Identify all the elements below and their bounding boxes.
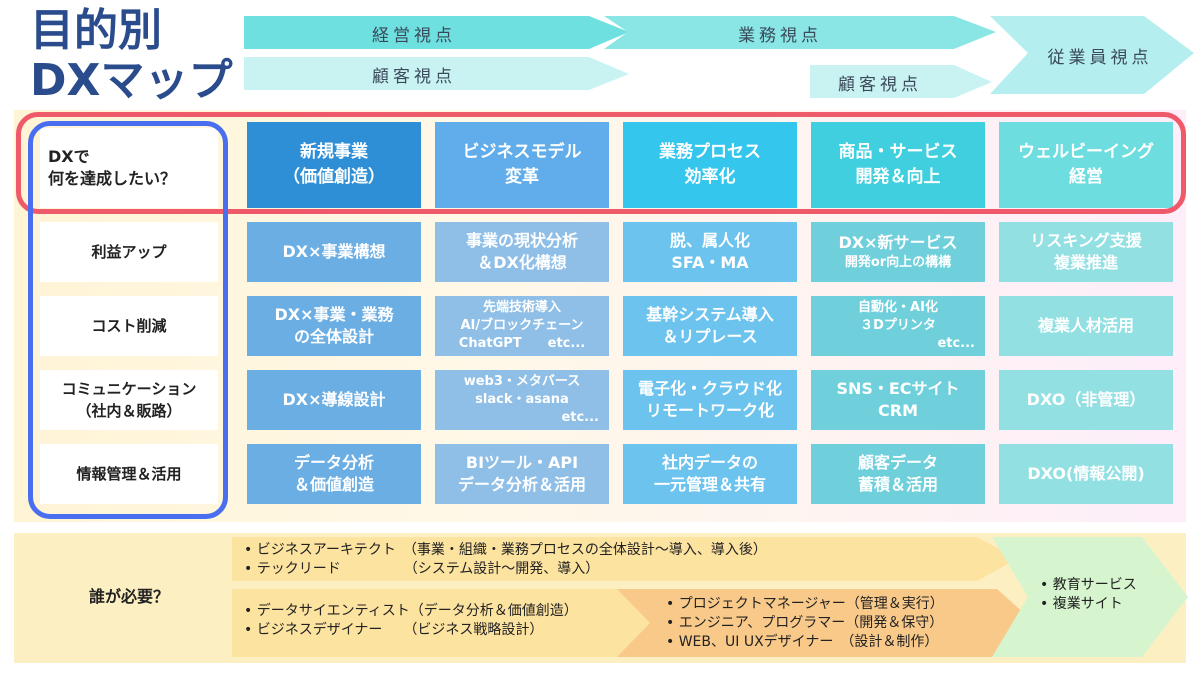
cell-information-process: 社内データの一元管理＆共有 xyxy=(623,444,797,504)
column-header-new-business: 新規事業 （価値創造） xyxy=(247,122,421,208)
row-label-communication-line2: （社内＆販路） xyxy=(76,402,182,420)
management-perspective-label: 経営視点 xyxy=(372,25,456,46)
who-needed-label: 誰が必要？ xyxy=(88,587,169,606)
who-group1-item: • ビジネスアーキテクト （事業・組織・業務プロセスの全体設計〜導入、導入後） xyxy=(244,542,767,558)
who-group2-item: • ビジネスデザイナー （ビジネス戦略設計） xyxy=(244,622,544,638)
who-group4-item: • 教育サービス xyxy=(1040,577,1137,593)
row-label-information: 情報管理＆活用 xyxy=(40,444,218,504)
cell-communication-new-business: DX×導線設計 xyxy=(247,370,421,430)
cell-profit-new-business: DX×事業構想 xyxy=(247,222,421,282)
goal-row-highlight xyxy=(16,112,1186,214)
cell-cost-wellbeing: 複業人材活用 xyxy=(999,296,1173,356)
goal-question: DXで 何を達成したい？ xyxy=(40,128,218,208)
page-title-line1: 目的別 xyxy=(30,5,162,56)
who-group1-item: • テックリード （システム設計〜開発、導入） xyxy=(244,561,600,577)
who-group3-list: • プロジェクトマネージャー（管理＆実行） • エンジニア、プログラマー（開発＆… xyxy=(666,595,944,652)
page-title: 目的別 DXマップ xyxy=(30,6,240,106)
who-group2-list: • データサイエンティスト（データ分析＆価値創造） • ビジネスデザイナー （ビ… xyxy=(244,602,578,640)
customer-arrow-right xyxy=(810,65,992,98)
cell-profit-business-model: 事業の現状分析＆DX化構想 xyxy=(435,222,609,282)
who-group3-item: • エンジニア、プログラマー（開発＆保守） xyxy=(666,615,944,631)
who-group2-item: • データサイエンティスト（データ分析＆価値創造） xyxy=(244,603,578,619)
business-perspective-label: 業務視点 xyxy=(738,25,822,46)
cell-information-product: 顧客データ蓄積＆活用 xyxy=(811,444,985,504)
column-header-process: 業務プロセス 効率化 xyxy=(623,122,797,208)
who-arrow-group1 xyxy=(232,537,1017,581)
cell-communication-wellbeing: DXO（非管理） xyxy=(999,370,1173,430)
cell-communication-process: 電子化・クラウド化リモートワーク化 xyxy=(623,370,797,430)
row-label-communication-line1: コミュニケーション xyxy=(61,380,197,398)
who-arrow-group3 xyxy=(617,589,1035,657)
goal-question-line2: 何を達成したい？ xyxy=(48,169,177,188)
row-label-communication: コミュニケーション （社内＆販路） xyxy=(40,370,218,430)
row-label-cost: コスト削減 xyxy=(40,296,218,356)
who-arrow-group2 xyxy=(232,589,664,657)
employee-perspective-label: 従業員視点 xyxy=(1047,47,1153,68)
customer-perspective-left-label: 顧客視点 xyxy=(372,66,456,87)
who-group3-item: • WEB、UI UXデザイナー （設計＆制作） xyxy=(666,634,939,650)
column-header-product: 商品・サービス 開発＆向上 xyxy=(811,122,985,208)
row-labels-highlight xyxy=(28,121,228,519)
cell-cost-process: 基幹システム導入＆リプレース xyxy=(623,296,797,356)
employee-arrow xyxy=(990,16,1194,94)
who-group4-item: • 複業サイト xyxy=(1040,596,1123,612)
column-header-wellbeing: ウェルビーイング 経営 xyxy=(999,122,1173,208)
customer-arrow-left xyxy=(244,57,629,90)
management-arrow xyxy=(244,16,629,49)
who-group3-item: • プロジェクトマネージャー（管理＆実行） xyxy=(666,596,944,612)
customer-perspective-right-label: 顧客視点 xyxy=(838,74,922,95)
cell-profit-product: DX×新サービス開発or向上の構構 xyxy=(811,222,985,282)
column-header-business-model: ビジネスモデル 変革 xyxy=(435,122,609,208)
who-group4-list: • 教育サービス • 複業サイト xyxy=(1040,576,1137,614)
who-group1-list: • ビジネスアーキテクト （事業・組織・業務プロセスの全体設計〜導入、導入後） … xyxy=(244,541,767,579)
who-needed-arrows xyxy=(232,537,1188,657)
perspective-arrows xyxy=(244,16,1194,98)
who-arrow-group4 xyxy=(992,537,1188,657)
goal-question-line1: DXで xyxy=(48,147,90,166)
cell-information-wellbeing: DXO(情報公開) xyxy=(999,444,1173,504)
business-arrow xyxy=(604,16,996,49)
cell-information-new-business: データ分析＆価値創造 xyxy=(247,444,421,504)
cell-profit-wellbeing: リスキング支援複業推進 xyxy=(999,222,1173,282)
page-title-line2: DXマップ xyxy=(30,55,233,106)
row-label-profit: 利益アップ xyxy=(40,222,218,282)
cell-cost-new-business: DX×事業・業務の全体設計 xyxy=(247,296,421,356)
